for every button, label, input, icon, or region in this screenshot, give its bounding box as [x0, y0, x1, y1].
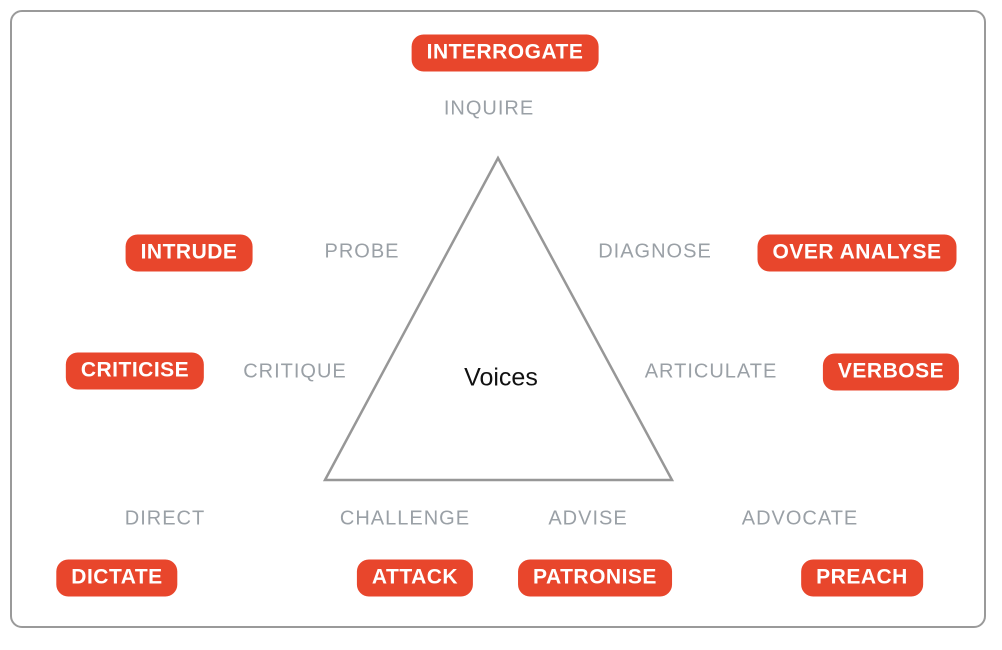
- diagram-center-title: Voices: [464, 363, 538, 392]
- shadow-badge-patronise: PATRONISE: [518, 559, 672, 597]
- voice-label-articulate: ARTICULATE: [644, 360, 778, 383]
- voice-label-inquire: INQUIRE: [443, 97, 535, 120]
- voice-label-critique: CRITIQUE: [243, 360, 347, 383]
- shadow-badge-attack: ATTACK: [356, 559, 474, 597]
- shadow-badge-intrude: INTRUDE: [125, 234, 253, 272]
- voice-label-diagnose: DIAGNOSE: [598, 240, 712, 263]
- shadow-badge-criticise: CRITICISE: [65, 352, 205, 390]
- voice-label-advocate: ADVOCATE: [741, 507, 859, 530]
- voice-label-probe: PROBE: [324, 240, 400, 263]
- shadow-badge-dictate: DICTATE: [56, 559, 178, 597]
- shadow-badge-verbose: VERBOSE: [822, 353, 960, 391]
- voice-label-direct: DIRECT: [124, 507, 206, 530]
- shadow-badge-preach: PREACH: [801, 559, 923, 597]
- voice-label-advise: ADVISE: [548, 507, 628, 530]
- voice-label-challenge: CHALLENGE: [339, 507, 471, 530]
- shadow-badge-interrogate: INTERROGATE: [411, 34, 599, 72]
- shadow-badge-over-analyse: OVER ANALYSE: [757, 234, 957, 272]
